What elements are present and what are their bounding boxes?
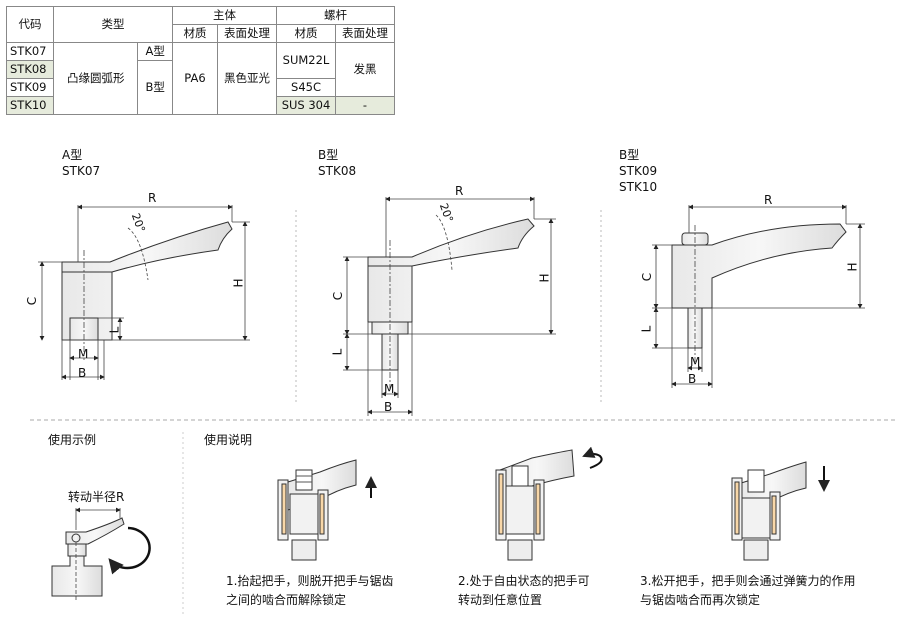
dim-l-label: L	[107, 326, 122, 334]
dim-l-label: L	[639, 325, 654, 333]
step-2-caption: 2.处于自由状态的把手可 转动到任意位置	[458, 574, 590, 607]
rotate-arrow-icon	[108, 526, 151, 575]
header-screw-surface: 表面处理	[335, 24, 395, 43]
usage-example-drawing	[51, 517, 125, 597]
dim-m-label: M	[78, 347, 89, 361]
dim-b-label: B	[78, 366, 87, 380]
spec-table: 代码 类型 主体 螺杆 材质 表面处理 材质 表面处理 STK07 凸缘圆弧形 …	[6, 6, 395, 115]
type-b-cell: B型	[137, 60, 173, 115]
body-material-cell: PA6	[172, 42, 218, 115]
dim-h-label: H	[231, 278, 246, 288]
type-name-cell: 凸缘圆弧形	[52, 42, 139, 115]
code-cell: STK08	[6, 60, 54, 79]
dim-r-label: R	[455, 184, 464, 198]
header-type: 类型	[53, 6, 173, 43]
screw-surface-cell: 发黑	[335, 42, 395, 97]
diagram-1-drawing	[61, 221, 233, 341]
body-surface-cell: 黑色亚光	[217, 42, 277, 115]
dim-c-label: C	[640, 272, 655, 282]
rotate-arrow-icon	[582, 446, 603, 469]
diagram-1-label: A型 STK07	[62, 148, 101, 178]
screw-surface-cell: -	[335, 96, 395, 115]
screw-material-cell: SUS 304	[276, 96, 336, 115]
dim-c-label: C	[25, 296, 40, 306]
dim-c-label: C	[331, 291, 346, 301]
dim-r-label: R	[764, 193, 773, 207]
screw-material-cell: S45C	[276, 78, 336, 97]
diagram-2-drawing	[367, 218, 535, 371]
code-cell: STK10	[6, 96, 54, 115]
diagram-3-label: B型 STK09 STK10	[619, 148, 658, 194]
step-1-drawing	[277, 459, 357, 561]
step-2-drawing	[495, 449, 575, 561]
instructions-title: 使用说明	[204, 433, 253, 447]
dim-h-label: H	[845, 262, 860, 272]
diagram-2-label: B型 STK08	[318, 148, 357, 178]
dim-h-label: H	[537, 273, 552, 283]
dim-m-label: M	[384, 382, 395, 396]
header-code: 代码	[6, 6, 54, 43]
type-a-cell: A型	[137, 42, 173, 61]
step-3-drawing	[731, 461, 807, 561]
code-cell: STK09	[6, 78, 54, 97]
step-3-caption: 3.松开把手，把手则会通过弹簧力的作用 与锯齿啮合而再次锁定	[640, 574, 856, 607]
radius-label: 转动半径R	[68, 490, 125, 504]
dim-m-label: M	[690, 355, 701, 369]
dim-b-label: B	[384, 400, 393, 414]
dim-l-label: L	[330, 348, 345, 356]
dim-b-label: B	[688, 372, 697, 386]
usage-example-title: 使用示例	[48, 433, 97, 447]
step-1-caption: 1.抬起把手，则脱开把手与锯齿 之间的啮合而解除锁定	[226, 574, 394, 607]
dim-r-label: R	[148, 191, 157, 205]
diagram-3-drawing	[671, 223, 847, 349]
